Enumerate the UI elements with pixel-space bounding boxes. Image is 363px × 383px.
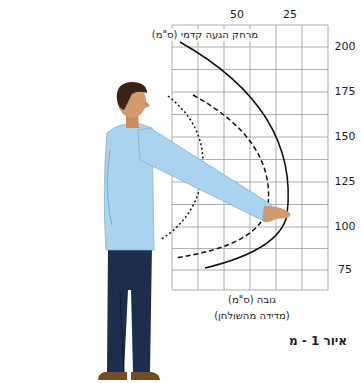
standing-man	[98, 82, 291, 380]
tick-label: 125	[334, 176, 357, 189]
tick-label: 100	[334, 221, 357, 234]
tick-label: 50	[229, 9, 245, 22]
tick-label: 150	[334, 131, 357, 144]
axis-note: (מדידה מהשולחן)	[213, 310, 291, 322]
tick-label: 25	[282, 9, 298, 22]
axis-title: מרחק הגעה קדמי (ס"מ)	[151, 29, 259, 41]
axis-title: גובה (ס"מ)	[227, 294, 277, 306]
figure-caption: איור 1 - מ	[288, 335, 348, 349]
tick-label: 175	[334, 86, 357, 99]
tick-label: 200	[334, 41, 357, 54]
tick-label: 75	[337, 264, 353, 277]
